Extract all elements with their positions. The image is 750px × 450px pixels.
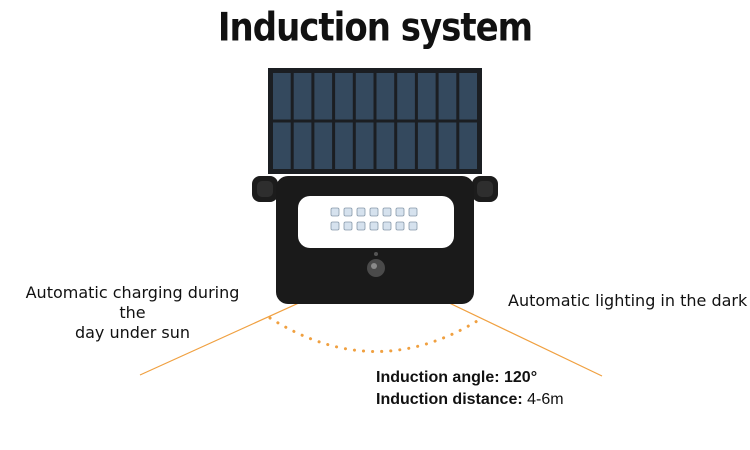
indicator-dot <box>374 252 378 256</box>
solar-cell <box>376 73 395 120</box>
solar-cell <box>293 73 312 120</box>
induction-distance-value: 4-6m <box>527 391 564 408</box>
led-chip <box>408 221 418 231</box>
induction-angle-value: 120° <box>504 369 538 386</box>
solar-cell <box>417 122 436 169</box>
mount-knob-right <box>472 176 498 202</box>
led-chip <box>382 207 392 217</box>
solar-cell <box>335 73 353 120</box>
solar-cell <box>335 122 353 169</box>
page-title: Induction system <box>217 5 533 51</box>
lamp-housing <box>276 176 474 304</box>
solar-cell <box>314 73 333 120</box>
mount-knob-left <box>252 176 278 202</box>
solar-cell <box>355 73 374 120</box>
solar-cell <box>273 73 291 120</box>
led-chip <box>369 221 379 231</box>
charging-label: Automatic charging during the day under … <box>25 283 240 342</box>
led-array <box>330 207 418 231</box>
solar-cell <box>438 73 457 120</box>
solar-cell <box>273 122 291 169</box>
induction-angle-label: Induction angle: <box>376 369 500 386</box>
led-chip <box>395 207 405 217</box>
induction-angle-spec: Induction angle: 120° <box>376 369 537 387</box>
solar-cell <box>397 122 415 169</box>
led-chip <box>382 221 392 231</box>
led-chip <box>330 207 340 217</box>
induction-distance-label: Induction distance: <box>376 391 523 408</box>
induction-arc <box>268 316 484 353</box>
solar-cell <box>314 122 333 169</box>
lighting-label: Automatic lighting in the dark <box>508 291 748 310</box>
led-chip <box>330 221 340 231</box>
solar-panel <box>268 68 482 174</box>
solar-cell <box>355 122 374 169</box>
induction-distance-spec: Induction distance: 4-6m <box>376 391 564 409</box>
led-chip <box>356 207 366 217</box>
led-chip <box>408 207 418 217</box>
solar-cell <box>397 73 415 120</box>
led-chip <box>343 207 353 217</box>
solar-cell <box>376 122 395 169</box>
solar-cell <box>438 122 457 169</box>
solar-cell <box>417 73 436 120</box>
solar-cell <box>459 122 477 169</box>
led-chip <box>369 207 379 217</box>
led-chip <box>395 221 405 231</box>
solar-cell <box>293 122 312 169</box>
led-chip <box>343 221 353 231</box>
led-chip <box>356 221 366 231</box>
solar-cell <box>459 73 477 120</box>
